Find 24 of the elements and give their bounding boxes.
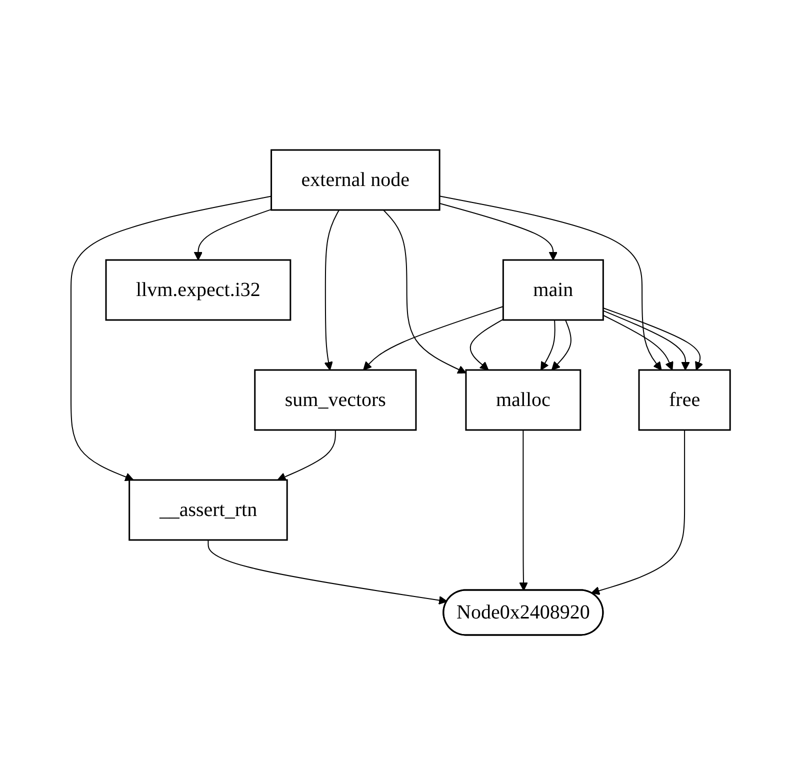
node-box: malloc <box>465 368 582 430</box>
node-box: external node <box>270 148 440 210</box>
arrow <box>277 429 336 480</box>
node-box: sum_vectors <box>254 368 417 430</box>
arrow <box>602 307 704 370</box>
node-box: main <box>502 258 604 320</box>
node-box: llvm.expect.i32 <box>105 258 292 320</box>
arrow <box>382 209 466 374</box>
arrow <box>551 319 572 370</box>
arrow <box>470 318 504 370</box>
arrow <box>194 208 272 260</box>
arrow <box>519 429 528 590</box>
arrow <box>602 314 674 370</box>
node-box: __assert_rtn <box>128 478 288 540</box>
arrow <box>590 429 685 594</box>
arrow <box>439 202 558 260</box>
arrow <box>363 306 504 370</box>
node-box: free <box>638 368 731 430</box>
arrow <box>602 310 690 370</box>
arrow <box>70 195 272 481</box>
arrow <box>324 209 340 370</box>
arrow <box>439 195 662 370</box>
arrow <box>540 319 556 370</box>
arrow <box>208 539 448 604</box>
